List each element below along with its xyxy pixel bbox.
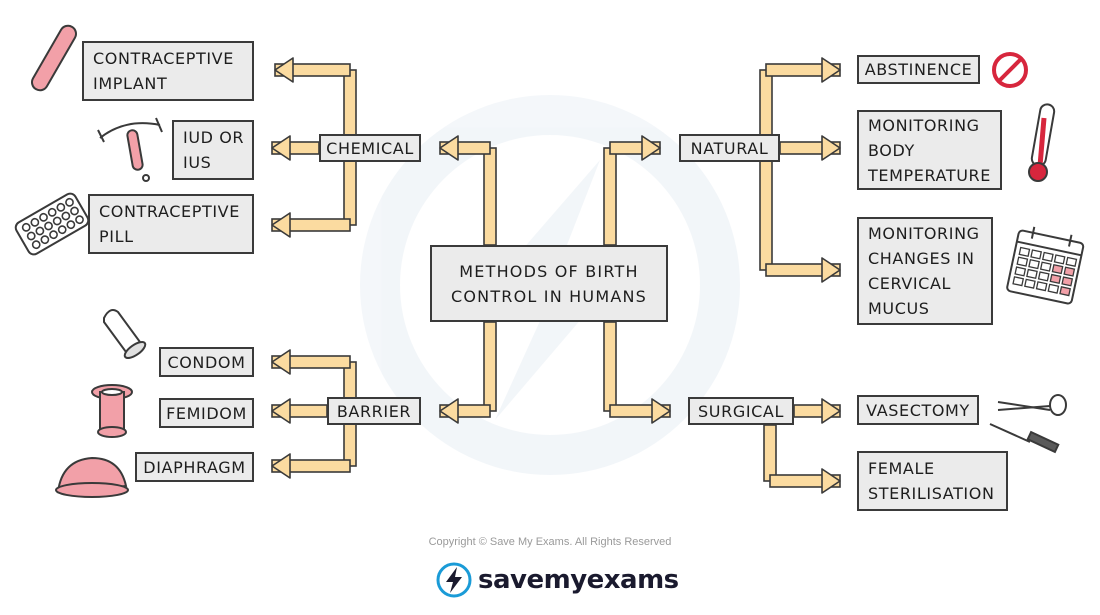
- scalpel-icon: [989, 423, 1060, 454]
- category-barrier: BARRIER: [327, 397, 421, 425]
- arrow-center-natural-head: [641, 135, 661, 161]
- brand-logo[interactable]: savemyexams: [436, 560, 679, 600]
- arrow-center-natural-shaft: [603, 147, 617, 246]
- method-contraceptive-implant: CONTRACEPTIVE IMPLANT: [82, 41, 254, 101]
- scissors-icon: [997, 394, 1067, 416]
- category-chemical: CHEMICAL: [319, 134, 421, 162]
- trunk-natural: [759, 69, 773, 271]
- arrow-chemical-pill-head: [271, 212, 291, 238]
- arrow-center-surgical-head: [651, 398, 671, 424]
- arrow-center-chemical-shaft: [483, 147, 497, 246]
- arrow-surgical-sterilisation-head: [821, 468, 841, 494]
- brand-name: savemyexams: [478, 565, 679, 595]
- category-surgical: SURGICAL: [688, 397, 794, 425]
- arrow-barrier-condom-head: [271, 349, 291, 375]
- method-contraceptive-pill: CONTRACEPTIVE PILL: [88, 194, 254, 254]
- method-monitoring-temperature: MONITORING BODY TEMPERATURE: [857, 110, 1002, 190]
- method-vasectomy: VASECTOMY: [857, 395, 979, 425]
- arrow-chemical-iud-head: [271, 135, 291, 161]
- category-natural: NATURAL: [679, 134, 780, 162]
- condom-icon: [103, 309, 147, 360]
- method-monitoring-mucus: MONITORING CHANGES IN CERVICAL MUCUS: [857, 217, 993, 325]
- arrow-surgical-sterilisation-shaft: [763, 424, 777, 482]
- arrow-barrier-diaphragm-head: [271, 453, 291, 479]
- diaphragm-icon: [55, 456, 129, 498]
- femidom-icon: [91, 384, 133, 438]
- no-entry-icon: [992, 52, 1028, 88]
- method-female-sterilisation: FEMALE STERILISATION: [857, 451, 1008, 511]
- method-abstinence: ABSTINENCE: [857, 55, 980, 84]
- arrow-barrier-femidom-head: [271, 398, 291, 424]
- calendar-icon: [1006, 226, 1085, 305]
- implant-icon: [31, 24, 77, 92]
- center-box: METHODS OF BIRTH CONTROL IN HUMANS: [430, 245, 668, 322]
- pill-pack-icon: [14, 192, 90, 256]
- arrow-natural-abstinence-head: [821, 57, 841, 83]
- arrow-natural-mucus-head: [821, 257, 841, 283]
- method-condom: CONDOM: [159, 347, 254, 377]
- arrow-surgical-vasectomy-head: [821, 398, 841, 424]
- arrow-center-barrier-shaft: [483, 321, 497, 412]
- arrow-center-barrier-head: [439, 398, 459, 424]
- lightning-bolt-icon: [436, 562, 472, 598]
- method-diaphragm: DIAPHRAGM: [135, 452, 254, 482]
- thermometer-icon: [1028, 103, 1056, 182]
- arrow-center-surgical-shaft: [603, 321, 617, 412]
- method-iud-ius: IUD OR IUS: [172, 120, 254, 180]
- iud-icon: [97, 117, 163, 182]
- method-femidom: FEMIDOM: [159, 398, 254, 428]
- copyright-text: Copyright © Save My Exams. All Rights Re…: [428, 536, 672, 548]
- arrow-chemical-implant-head: [274, 57, 294, 83]
- arrow-natural-temperature-head: [821, 135, 841, 161]
- arrow-center-chemical-head: [439, 135, 459, 161]
